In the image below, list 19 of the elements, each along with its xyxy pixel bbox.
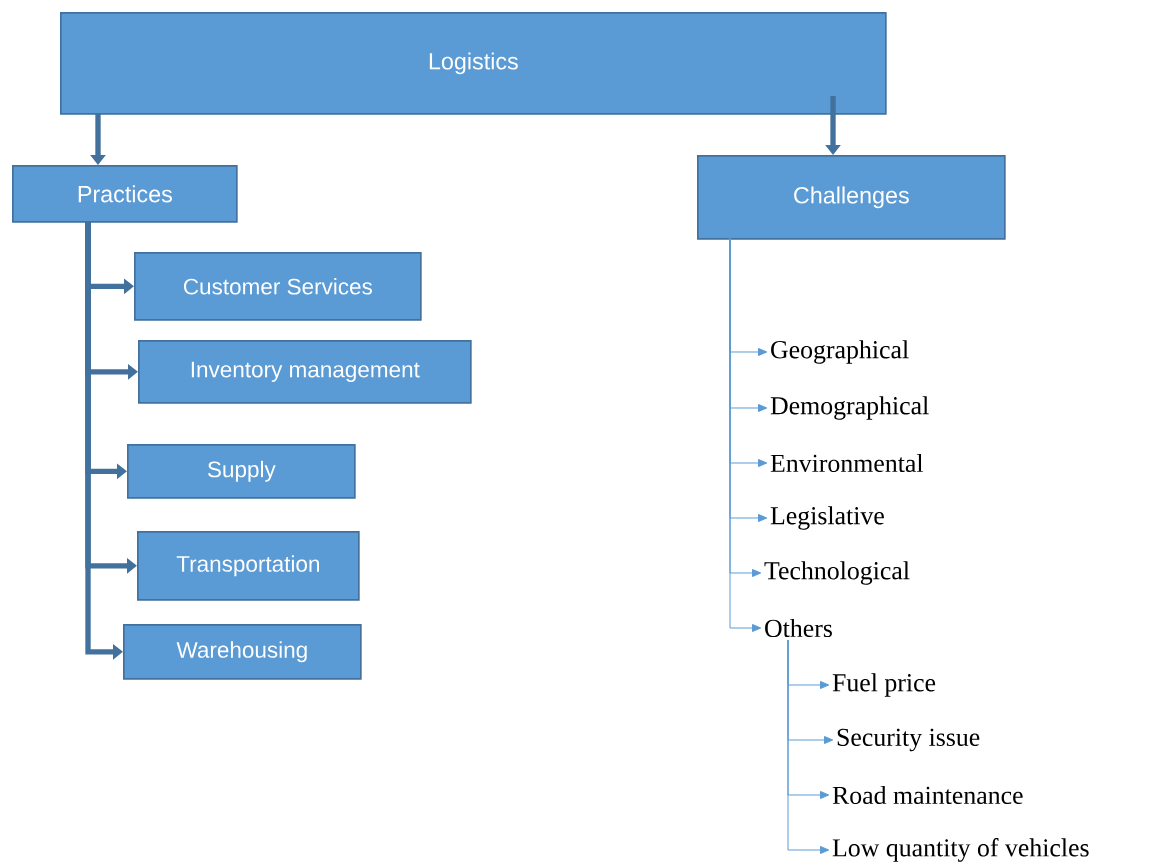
item-text: Security issue xyxy=(837,728,980,752)
category-box: Inventory management xyxy=(138,340,472,404)
title-box: Logistics xyxy=(60,12,887,115)
item-text: Low quantity of vehicles xyxy=(832,838,1089,862)
category-box: Customer Services xyxy=(134,252,422,321)
category-box: Practices xyxy=(12,165,238,223)
item-text: Legislative xyxy=(770,506,884,530)
item-text: Others xyxy=(765,618,832,638)
arrow xyxy=(787,639,830,855)
category-box: Transportation xyxy=(137,531,360,601)
item-text: Fuel price xyxy=(832,673,936,697)
category-box: Challenges xyxy=(697,155,1006,240)
category-box: Warehousing xyxy=(123,624,362,680)
item-text: Technological xyxy=(764,561,910,585)
category-box: Supply xyxy=(127,444,356,499)
item-text: Environmental xyxy=(770,453,924,473)
item-text: Road maintenance xyxy=(832,785,1023,805)
item-text: Geographical xyxy=(771,340,909,364)
item-text: Demographical xyxy=(770,396,929,420)
